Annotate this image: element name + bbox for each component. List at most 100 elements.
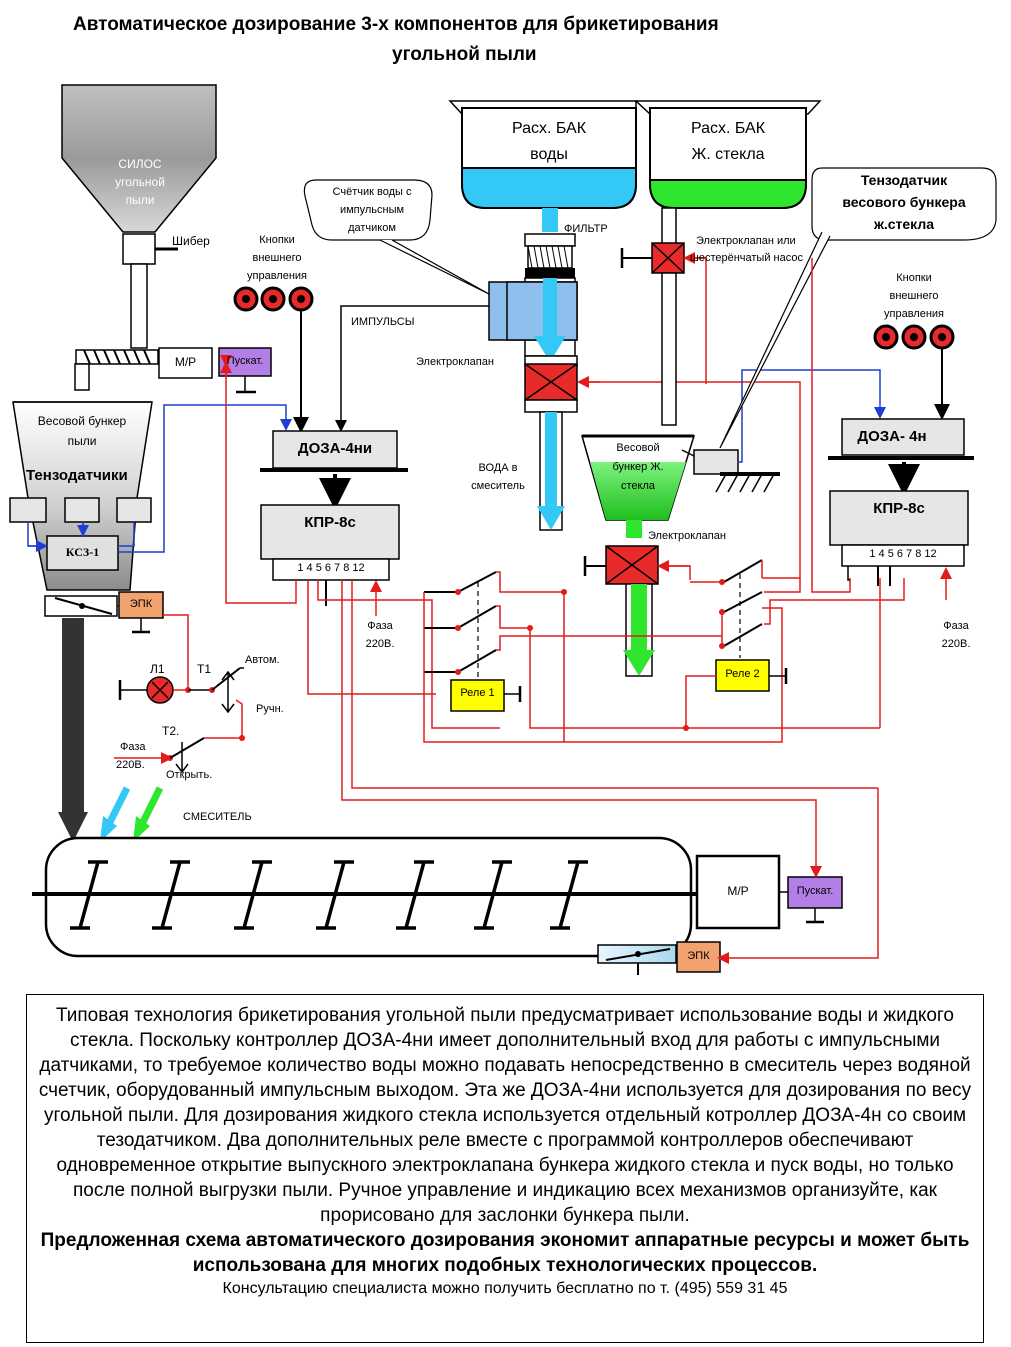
- mixer-motor: [695, 854, 781, 930]
- buttons-label-3: управления: [247, 270, 307, 282]
- doza-4ni: [272, 430, 398, 469]
- ksz-label: КСЗ-1: [65, 545, 100, 559]
- faza-left-2: 220В.: [116, 759, 145, 771]
- epk-label-left: ЭПК: [129, 598, 153, 610]
- mr-label-left: М/Р: [174, 355, 197, 369]
- water-out-label-2: смеситель: [471, 480, 525, 492]
- kpr8c-label-right: КПР-8с: [873, 500, 925, 517]
- description-conclusion: Предложенная схема автоматического дозир…: [40, 1230, 970, 1276]
- kpr-terms-left: 1 4 5 6 7 8 12: [297, 562, 365, 574]
- buttons-label-1: Кнопки: [259, 234, 295, 246]
- right-buttons-label-3: управления: [884, 308, 944, 320]
- avtom-label: Автом.: [245, 654, 280, 666]
- kpr8c-label-left: КПР-8с: [304, 514, 356, 531]
- water-out-label-1: ВОДА в: [478, 462, 518, 474]
- tenzo-sensor-2: [64, 497, 100, 523]
- tenzo-sensor-3: [116, 497, 152, 523]
- description-box: Типовая технология брикетирования угольн…: [26, 994, 984, 1343]
- tenzo-glass-label-1: Тензодатчик: [860, 172, 948, 188]
- relay-1-label: Реле 1: [460, 687, 495, 699]
- right-controller: [828, 324, 974, 600]
- tenzo-label: Тензодатчики: [26, 467, 128, 484]
- doza4ni-label: ДОЗА-4ни: [297, 440, 373, 457]
- right-buttons-label-1: Кнопки: [896, 272, 932, 284]
- shiber-label: Шибер: [172, 234, 210, 248]
- relay-2-label: Реле 2: [725, 668, 760, 680]
- shiber-gate: [122, 233, 156, 265]
- relay-network: [423, 258, 905, 964]
- tenzo-sensor-1: [9, 497, 47, 523]
- pump-label-2: шестерёнчатый насос: [690, 252, 803, 264]
- silo-pipe: [130, 263, 148, 349]
- faza-mid-1: Фаза: [367, 620, 393, 632]
- buttons-label-2: внешнего: [252, 252, 302, 264]
- bunker-label-2: пыли: [67, 434, 97, 448]
- epk-left: [118, 591, 164, 619]
- tank-glass-label-1: Расх. БАК: [690, 120, 766, 137]
- water-tank-fill: [461, 167, 637, 209]
- tenzo-callout: [811, 167, 997, 241]
- impulses-label: ИМПУЛЬСЫ: [351, 316, 415, 328]
- dust-weigh-bunker: [9, 401, 164, 634]
- tank-glass-label-2: Ж. стекла: [691, 146, 765, 163]
- relay-1: [450, 679, 505, 712]
- kpr-terms-right: 1 4 5 6 7 8 12: [869, 548, 937, 560]
- counter-callout: [303, 179, 433, 241]
- kpr-8c-left-terminals: [272, 558, 390, 581]
- glass-bunker-label-2: бункер Ж.: [612, 461, 664, 473]
- water-valve-label: Электроклапан: [416, 356, 494, 368]
- t2-label: Т2.: [162, 724, 180, 738]
- title-line-1: Автоматическое дозирование 3-х компонент…: [73, 14, 719, 35]
- counter-label-1: Счётчик воды с: [332, 186, 412, 198]
- glass-system: [581, 100, 997, 677]
- title-line-2: угольной пыли: [392, 44, 537, 65]
- doza4n-label: ДОЗА- 4н: [857, 428, 927, 445]
- manual-control: [114, 614, 245, 774]
- water-system: [303, 100, 801, 579]
- switch-t2: [169, 737, 205, 759]
- faza-left-1: Фаза: [120, 741, 146, 753]
- glass-bunker-label-1: Весовой: [616, 442, 660, 454]
- switch-t1: [211, 667, 241, 691]
- filter-label: ФИЛЬТР: [564, 223, 608, 235]
- mixer-epk-label: ЭПК: [687, 950, 710, 962]
- glass-tenzo-sensor: [693, 449, 739, 475]
- t1-label: Т1: [197, 662, 212, 676]
- mixer-starter-label: Пускат.: [796, 885, 834, 897]
- counter-label-3: датчиком: [348, 222, 396, 234]
- description-paragraph: Типовая технология брикетирования угольн…: [38, 1005, 972, 1226]
- tank-water-label-1: Расх. БАК: [511, 120, 587, 137]
- left-controller: [118, 286, 878, 878]
- faza-right-2: 220В.: [941, 638, 971, 650]
- kpr-8c-right-terminals: [841, 544, 965, 567]
- tank-water-label-2: воды: [530, 146, 568, 163]
- right-buttons-label-2: внешнего: [889, 290, 939, 302]
- faza-mid-2: 220В.: [365, 638, 395, 650]
- mixer: [32, 836, 843, 975]
- glass-bunker-label-3: стекла: [620, 480, 655, 492]
- otkryt-label: Открыть.: [166, 769, 213, 781]
- tenzo-glass-label-2: весового бункера: [842, 194, 966, 210]
- mixer-mr-label: М/Р: [727, 884, 749, 898]
- silo-label-2: угольной: [115, 175, 165, 189]
- dust-chute-arrow: [58, 618, 88, 842]
- glass-valve-label: Электроклапан: [648, 530, 726, 542]
- faza-right-1: Фаза: [943, 620, 969, 632]
- counter-label-2: импульсным: [339, 204, 405, 216]
- diagram-svg: [9, 84, 997, 975]
- silo-label-1: СИЛОС: [118, 157, 162, 171]
- l1-label: Л1: [150, 662, 165, 676]
- bunker-label-1: Весовой бункер: [37, 414, 127, 428]
- tenzo-glass-label-3: ж.стекла: [873, 216, 935, 232]
- silo-label-3: пыли: [125, 193, 155, 207]
- pump-label-1: Электроклапан или: [696, 235, 796, 247]
- mr-motor-left: [158, 347, 213, 379]
- mixer-blades: [70, 860, 588, 930]
- contact-line: Консультацию специалиста можно получить …: [222, 1280, 788, 1297]
- glass-tank-fill: [649, 179, 807, 209]
- mixer-label: СМЕСИТЕЛЬ: [183, 811, 252, 823]
- doza-4n: [841, 418, 965, 456]
- starter-label-left: Пускат.: [226, 355, 264, 367]
- ruchn-label: Ручн.: [256, 703, 284, 715]
